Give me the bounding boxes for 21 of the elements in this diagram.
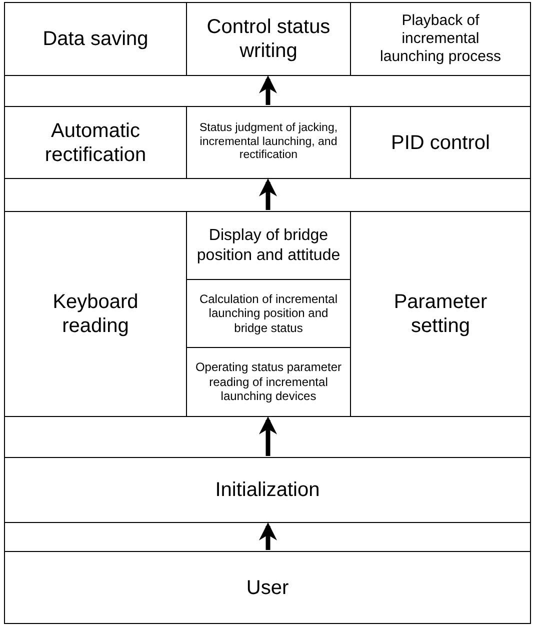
arrow <box>259 522 277 550</box>
layer-box <box>350 2 531 76</box>
layer-label: Control status writing <box>206 15 332 63</box>
arrow <box>259 178 277 210</box>
layer-box <box>4 551 531 624</box>
layer-label: Calculation of incremental launching position and bridge status <box>198 292 339 336</box>
layer-label: Keyboard reading <box>52 290 140 338</box>
layer-label: PID control <box>391 130 490 154</box>
layer-label: Operating status parameter reading of incremental launching devices <box>194 360 343 404</box>
layer-box <box>4 2 187 76</box>
arrow <box>259 416 277 456</box>
layer-box <box>4 457 531 523</box>
layer-label: Status judgment of jacking, incremental launching, and rectification <box>198 122 339 164</box>
layer-label: Display of bridge position and attitude <box>196 226 342 265</box>
arrow <box>259 75 277 105</box>
layer-label: Parameter setting <box>392 290 488 338</box>
layer-label: Initialization <box>215 478 320 502</box>
layer-label: Automatic rectification <box>44 118 148 166</box>
layer-label: Data saving <box>42 27 148 51</box>
layer-label: User <box>246 576 289 600</box>
layer-label: Playback of incremental launching process <box>379 12 502 66</box>
